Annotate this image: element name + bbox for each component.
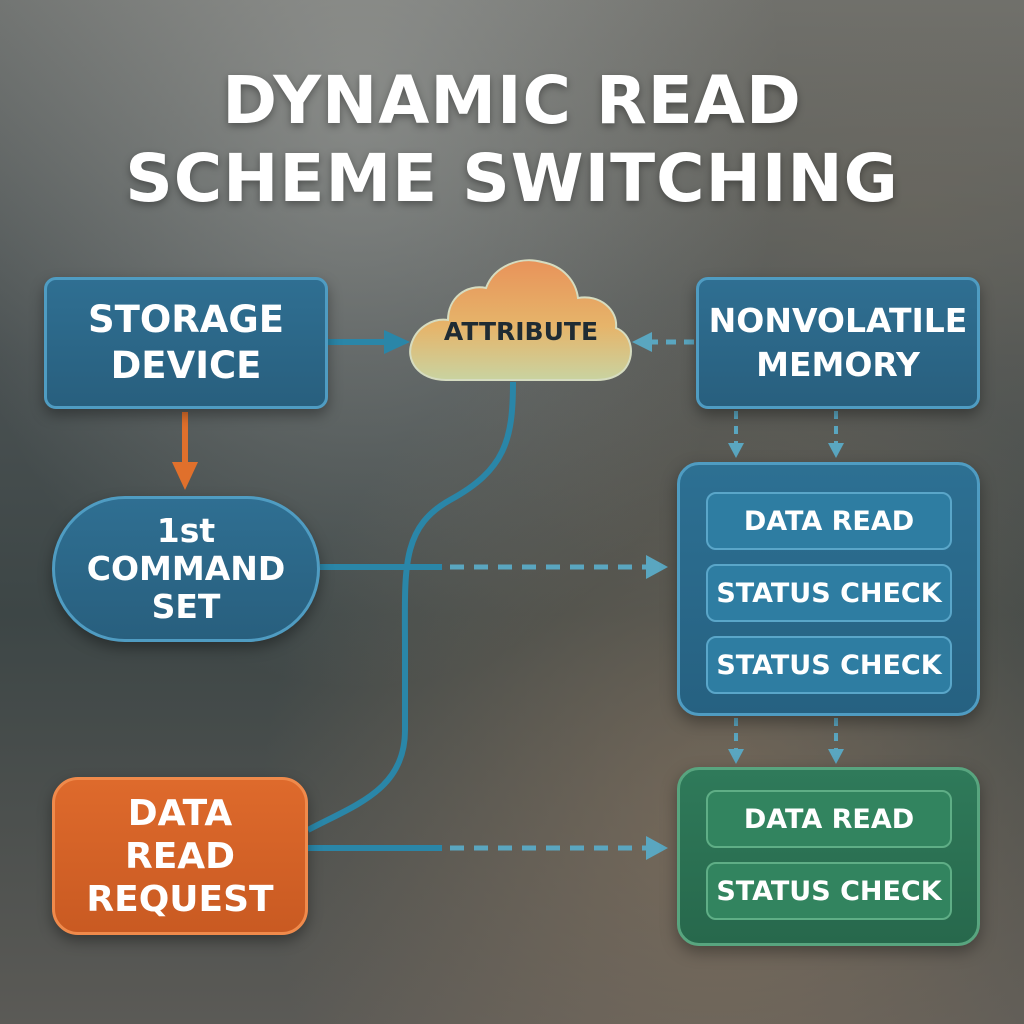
data-read-request-node: DATA READ REQUEST [52,777,308,935]
request-label-line-2: READ [124,835,236,877]
nonvolatile-memory-label-line-1: NONVOLATILE [708,301,968,340]
group1-step-status-check-1: STATUS CHECK [706,564,952,622]
storage-device-label-line-1: STORAGE [87,298,285,341]
group1-step-data-read: DATA READ [706,492,952,550]
storage-to-attribute-arrow [328,330,410,354]
title-line-2: SCHEME SWITCHING [125,140,899,217]
nonvolatile-memory-label-line-2: MEMORY [756,345,920,384]
command-to-group1-arrow [320,555,668,579]
command-set-node: 1st COMMAND SET [52,496,320,642]
group1-step-status-check-2: STATUS CHECK [706,636,952,694]
request-label-line-1: DATA [127,792,233,834]
diagram-title: DYNAMIC READ SCHEME SWITCHING [0,62,1024,218]
command-set-label-line-1: 1st [156,511,216,550]
attribute-to-request-connector [306,381,516,833]
nonvolatile-memory-node: NONVOLATILE MEMORY [696,277,980,409]
attribute-node-label: ATTRIBUTE [443,317,599,346]
request-to-group2-arrow [308,836,668,860]
storage-device-label-line-2: DEVICE [110,344,262,387]
storage-to-command-arrow [172,412,198,490]
request-label-line-3: REQUEST [86,878,274,920]
group1-to-group2-arrows [728,718,844,764]
memory-to-group1-arrows [728,411,844,458]
command-set-label-line-2: COMMAND [86,549,286,588]
storage-device-node: STORAGE DEVICE [44,277,328,409]
memory-to-attribute-arrow [632,332,694,352]
attribute-cloud-shape [409,259,632,381]
title-line-1: DYNAMIC READ [222,62,802,139]
group2-step-status-check: STATUS CHECK [706,862,952,920]
command-set-label-line-3: SET [151,587,221,626]
group2-step-data-read: DATA READ [706,790,952,848]
